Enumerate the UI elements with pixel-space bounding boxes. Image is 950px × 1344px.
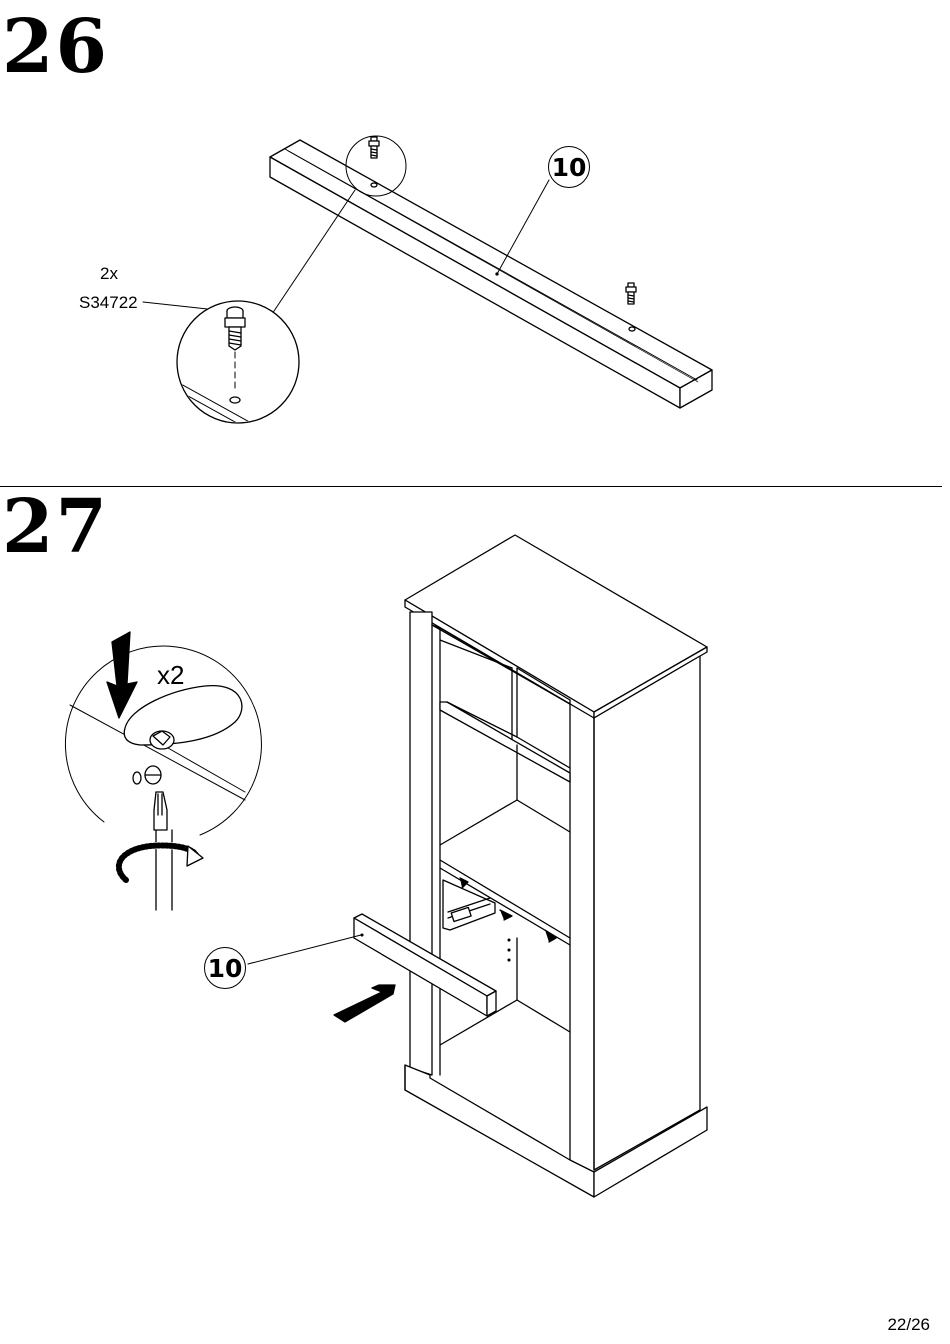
cam-bolt-icon — [626, 283, 636, 304]
part-callout-10: 10 — [204, 947, 246, 989]
push-direction-arrow-icon — [334, 985, 395, 1022]
cam-bolt-icon — [369, 137, 379, 158]
rotate-clockwise-arrow-icon — [119, 845, 203, 880]
rail-part-10 — [270, 140, 712, 408]
hardware-quantity: 2x — [100, 264, 118, 284]
repeat-count: x2 — [157, 660, 184, 691]
cabinet-assembly — [405, 535, 707, 1197]
down-arrow-icon — [107, 632, 137, 718]
hardware-code: S34722 — [79, 293, 138, 313]
page-number: 22/26 — [887, 1315, 930, 1335]
part-callout-10: 10 — [548, 146, 590, 188]
screwdriver-icon — [154, 792, 172, 910]
detail-magnifier-26 — [170, 301, 300, 468]
